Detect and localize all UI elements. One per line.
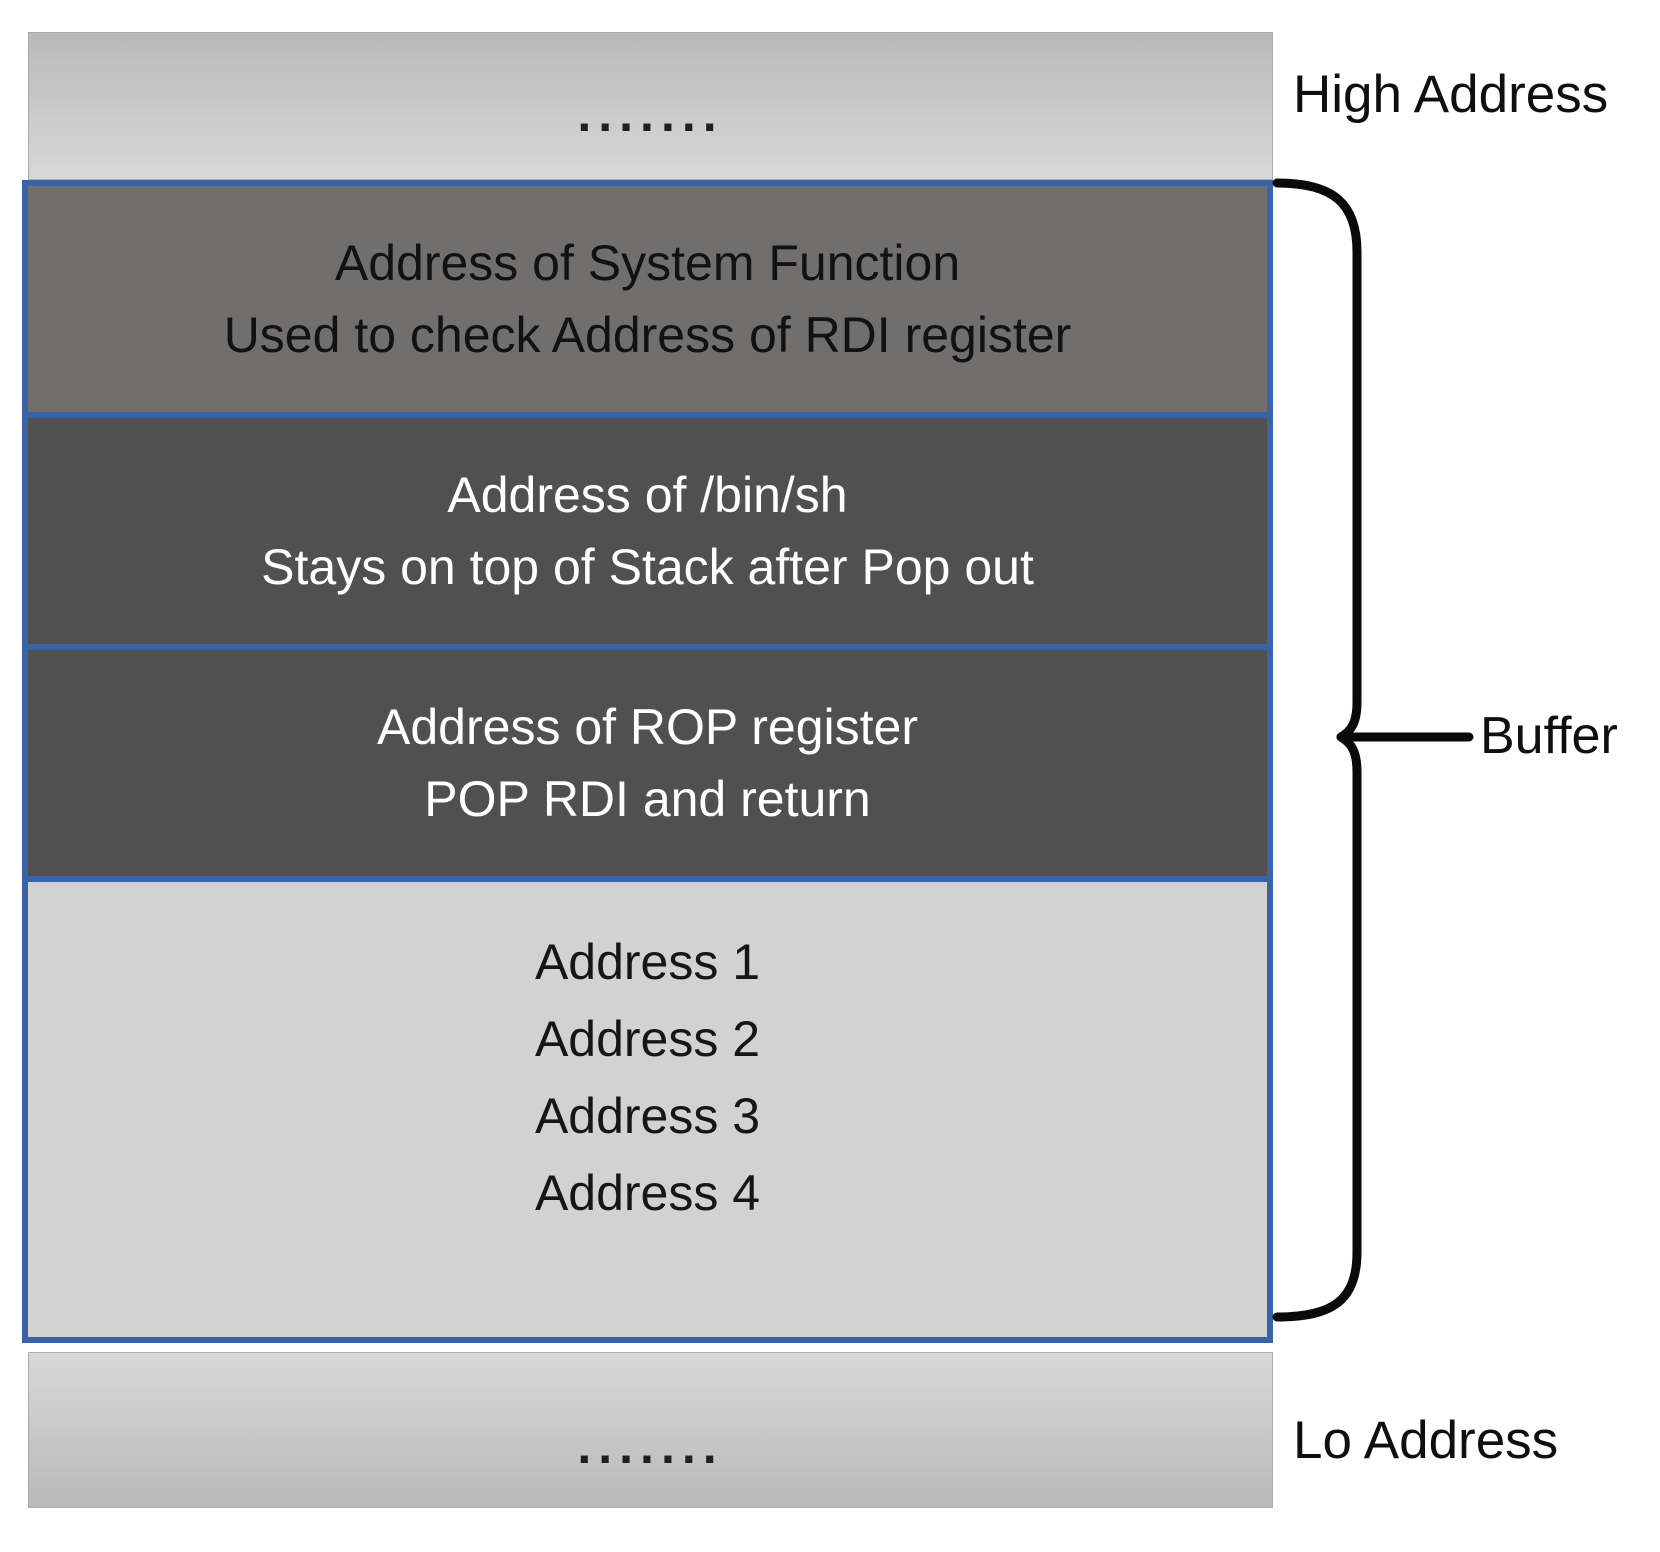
high-memory-box: .......	[28, 32, 1273, 180]
stack-section-line: Address of ROP register	[377, 699, 918, 755]
stack-section-line: Address of System Function	[334, 235, 961, 291]
stack-section-line: POP RDI and return	[424, 771, 871, 827]
low-memory-box: .......	[28, 1352, 1273, 1508]
stack-section-system-function: Address of System Function Used to check…	[28, 186, 1267, 412]
buffer-label: Buffer	[1480, 707, 1618, 765]
stack-section-rop-gadget: Address of ROP register POP RDI and retu…	[28, 650, 1267, 876]
buffer-stack: Address of System Function Used to check…	[22, 180, 1273, 1343]
section-divider	[28, 876, 1267, 882]
stack-section-line: Address 2	[534, 1011, 761, 1067]
stack-section-line: Address 4	[534, 1165, 761, 1221]
section-divider	[28, 412, 1267, 418]
ellipsis-top: .......	[577, 86, 724, 142]
stack-section-line: Address 3	[534, 1088, 761, 1144]
stack-section-addresses: Address 1 Address 2 Address 3 Address 4	[28, 882, 1267, 1337]
lo-address-label: Lo Address	[1293, 1411, 1559, 1470]
stack-section-line: Used to check Address of RDI register	[223, 307, 1072, 363]
stack-section-line: Address 1	[534, 934, 761, 990]
stack-section-binsh: Address of /bin/sh Stays on top of Stack…	[28, 418, 1267, 644]
stack-section-line: Address of /bin/sh	[447, 467, 848, 523]
high-address-label: High Address	[1293, 65, 1609, 124]
ellipsis-bottom: .......	[577, 1418, 724, 1474]
brace-path	[1272, 178, 1362, 1322]
stack-section-line: Stays on top of Stack after Pop out	[261, 539, 1034, 595]
section-divider	[28, 644, 1267, 650]
